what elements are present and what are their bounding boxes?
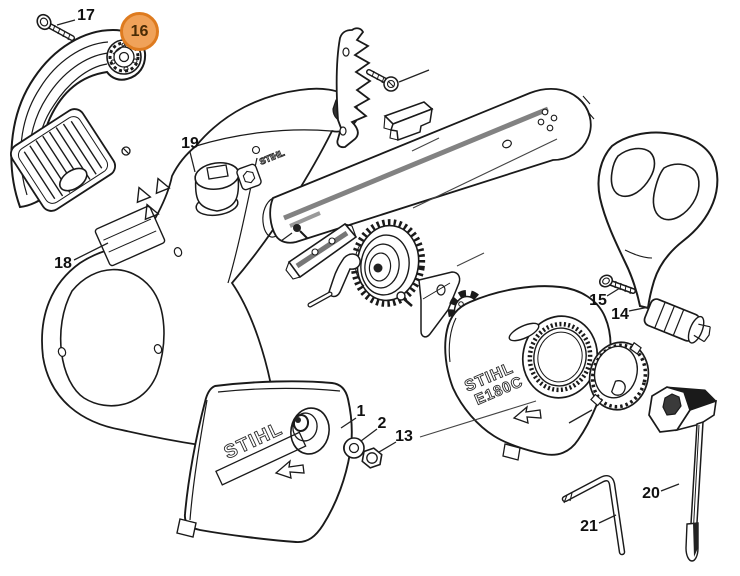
part-label-18[interactable]: 18 xyxy=(54,255,72,272)
part-label-20[interactable]: 20 xyxy=(642,485,660,502)
outer-cover-part: STIHL xyxy=(176,380,353,543)
nut-part xyxy=(361,447,383,469)
vent-cover-part xyxy=(10,108,116,212)
cover-screw-part xyxy=(396,291,413,307)
part-label-15[interactable]: 15 xyxy=(589,292,607,309)
leader-lines xyxy=(56,19,680,524)
cover-cap-part xyxy=(588,341,650,411)
screw-17-part xyxy=(36,13,75,41)
axis-lines xyxy=(411,137,558,438)
inner-cover-arrow xyxy=(512,405,542,424)
bumper-spike-part xyxy=(335,27,372,149)
part-label-19[interactable]: 19 xyxy=(181,135,199,152)
part-label-1[interactable]: 1 xyxy=(356,403,366,420)
part-label-14[interactable]: 14 xyxy=(611,306,629,323)
rear-handle-part xyxy=(597,131,719,344)
rail-screw-part xyxy=(293,224,308,239)
washer-part xyxy=(343,437,365,459)
part-label-17[interactable]: 17 xyxy=(77,7,95,24)
tensioner-lever-part xyxy=(307,253,361,308)
inner-cover-part: STIHL E180C xyxy=(444,285,612,461)
part-label-13[interactable]: 13 xyxy=(395,428,413,445)
wrench-part xyxy=(648,386,717,562)
guide-bar-part xyxy=(262,87,595,244)
handle-screw-part xyxy=(598,274,636,295)
part-label-2[interactable]: 2 xyxy=(377,415,387,432)
spike-screw-part xyxy=(366,69,399,92)
oil-cap-part xyxy=(194,161,240,217)
part-label-21[interactable]: 21 xyxy=(580,518,598,535)
guide-plate-part xyxy=(418,271,461,338)
rail-block-part xyxy=(383,101,434,142)
part-badge-16[interactable]: 16 xyxy=(120,12,159,51)
outer-cover-arrow xyxy=(274,459,305,479)
mounting-rail-part xyxy=(285,222,358,280)
sprocket-part xyxy=(350,219,426,307)
hex-key-part xyxy=(561,474,626,556)
